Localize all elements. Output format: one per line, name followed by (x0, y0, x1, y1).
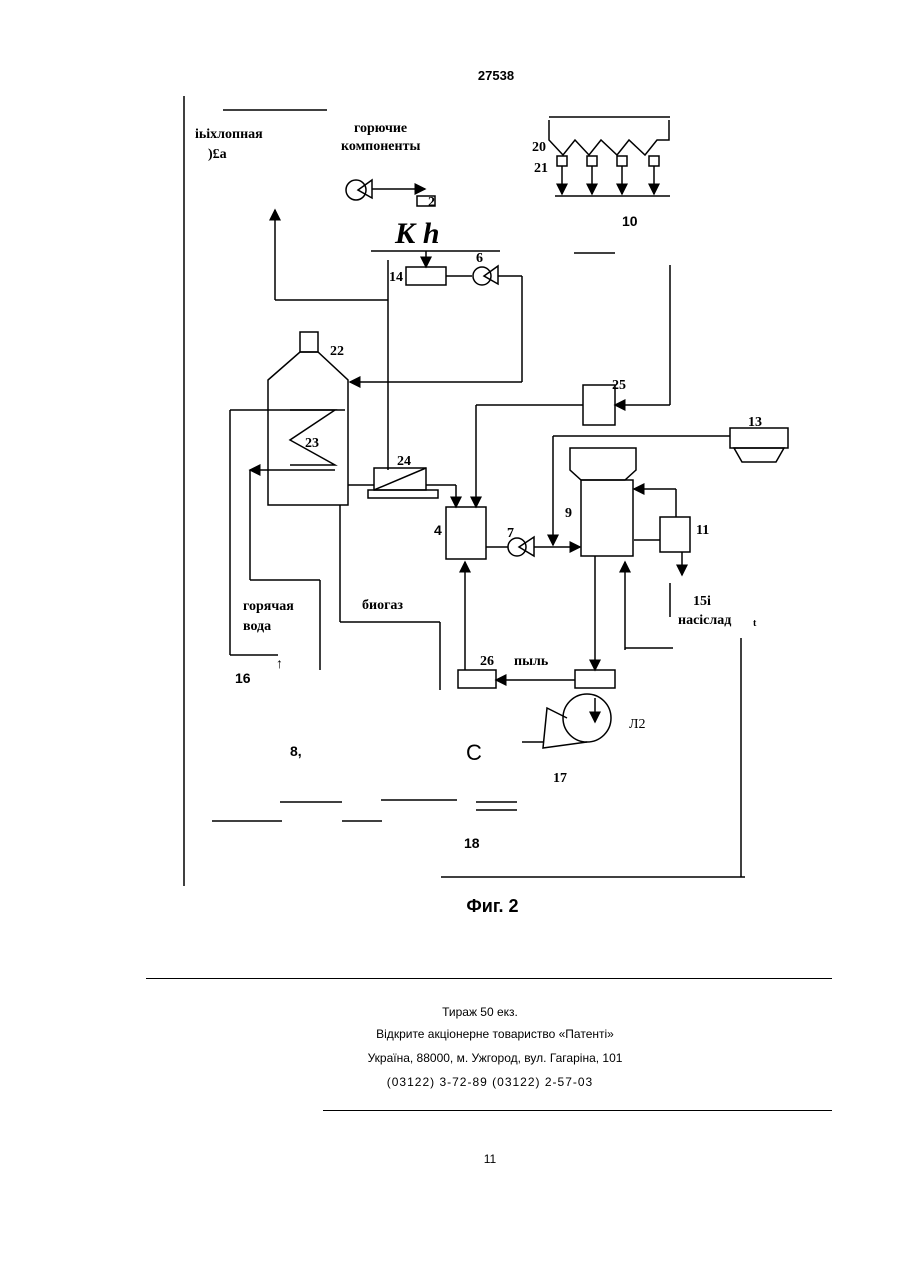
num-8: 8, (290, 743, 302, 759)
label-hot-water-2: вода (243, 619, 271, 634)
num-10: 10 (622, 213, 638, 229)
fan-top-icon (346, 180, 366, 200)
label-hot-water-1: горячая (243, 599, 294, 614)
unit-11-box (660, 517, 690, 552)
num-7: 7 (507, 526, 514, 541)
label-exhaust-2: )£а (208, 147, 227, 162)
num-11: 11 (696, 523, 709, 538)
num-25: 25 (612, 378, 626, 393)
num-23: 23 (305, 436, 319, 451)
unit-4-box (446, 507, 486, 559)
label-biogas: биогаз (362, 598, 403, 613)
hopper-group (549, 120, 670, 196)
unit-9-top (570, 448, 636, 480)
page-number: 11 (0, 1152, 901, 1166)
up-arrow-icon: ↑ (276, 655, 283, 671)
label-fuel-2: компоненты (341, 139, 420, 154)
label-kh: К h (394, 217, 440, 250)
num-26: 26 (480, 654, 494, 669)
label-nasislad: насіслад (678, 613, 731, 628)
unit-9-body (581, 480, 633, 556)
num-2: 2 (428, 195, 435, 210)
num-17: 17 (553, 771, 567, 786)
pump-6-icon (473, 267, 491, 285)
unit-25-box (583, 385, 615, 425)
label-dust: пыль (514, 654, 549, 669)
footer-bottom-rule (323, 1110, 832, 1111)
figure-caption: Фиг. 2 (0, 896, 901, 917)
num-24: 24 (397, 454, 411, 469)
num-21: 21 (534, 161, 548, 176)
label-fuel-1: горючие (354, 121, 407, 136)
unit-22-top (300, 332, 318, 352)
footer-address: Україна, 88000, м. Ужгород, вул. Гагарін… (0, 1046, 901, 1070)
unit-13-box (730, 428, 788, 448)
unit-17-icon (563, 694, 611, 742)
num-22: 22 (330, 344, 344, 359)
label-15: 15і (693, 594, 711, 609)
footer-company: Відкрите акціонерне товариство «Патенті» (0, 1022, 901, 1046)
num-20: 20 (532, 140, 546, 155)
num-14: 14 (389, 270, 403, 285)
footer-circulation: Тираж 50 екз. (0, 1000, 901, 1024)
unit-14-box (406, 267, 446, 285)
label-nasislad-suffix: t (753, 618, 757, 629)
unit-26-box (458, 670, 496, 688)
num-6: 6 (476, 251, 483, 266)
label-c: С (466, 740, 482, 765)
label-l2: Л2 (629, 717, 646, 732)
num-18: 18 (464, 835, 480, 851)
num-9: 9 (565, 506, 572, 521)
num-16: 16 (235, 670, 251, 686)
footer-phones: (03122) 3-72-89 (03122) 2-57-03 (0, 1070, 901, 1094)
num-13: 13 (748, 415, 762, 430)
label-exhaust-1: іьіхлопная (195, 127, 263, 142)
footer-top-rule (146, 978, 832, 979)
num-4: 4 (434, 522, 442, 538)
